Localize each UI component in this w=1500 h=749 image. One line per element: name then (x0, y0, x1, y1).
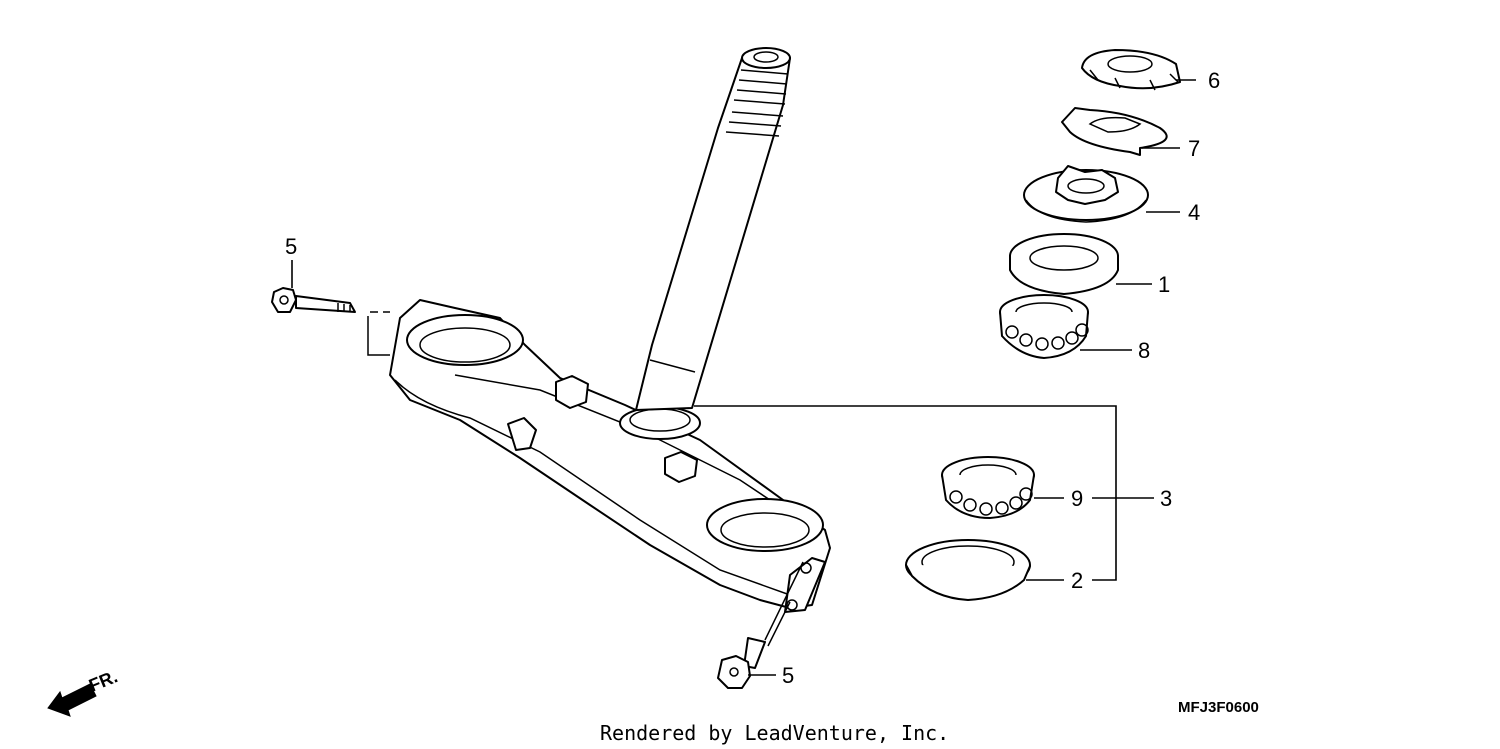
upper-bearing[interactable] (999, 294, 1089, 359)
callout-8: 8 (1138, 338, 1150, 363)
lock-nut[interactable] (1081, 49, 1181, 91)
credit-line: Rendered by LeadVenture, Inc. (600, 721, 949, 745)
callout-6: 6 (1208, 68, 1220, 93)
callout-2: 2 (1071, 568, 1083, 593)
adjusting-nut[interactable] (1023, 165, 1149, 223)
bottom-race[interactable] (905, 539, 1031, 601)
diagram-code: MFJ3F0600 (1178, 699, 1259, 716)
callout-5-lower: 5 (782, 663, 794, 688)
top-race[interactable] (1009, 233, 1119, 295)
bolt-upper[interactable] (271, 287, 390, 356)
front-label: FR. (86, 666, 120, 695)
bolt-lower[interactable] (717, 637, 766, 689)
callout-3: 3 (1160, 486, 1172, 511)
callout-9: 9 (1071, 486, 1083, 511)
callout-4: 4 (1188, 200, 1200, 225)
callout-7: 7 (1188, 136, 1200, 161)
callout-1: 1 (1158, 272, 1170, 297)
lock-washer[interactable] (1061, 107, 1168, 156)
callout-5-upper: 5 (285, 234, 297, 259)
lower-bearing[interactable] (941, 456, 1035, 519)
steering-stem[interactable] (389, 47, 831, 647)
front-direction-arrow: FR. (47, 666, 120, 717)
leader-lines (291, 79, 1196, 676)
